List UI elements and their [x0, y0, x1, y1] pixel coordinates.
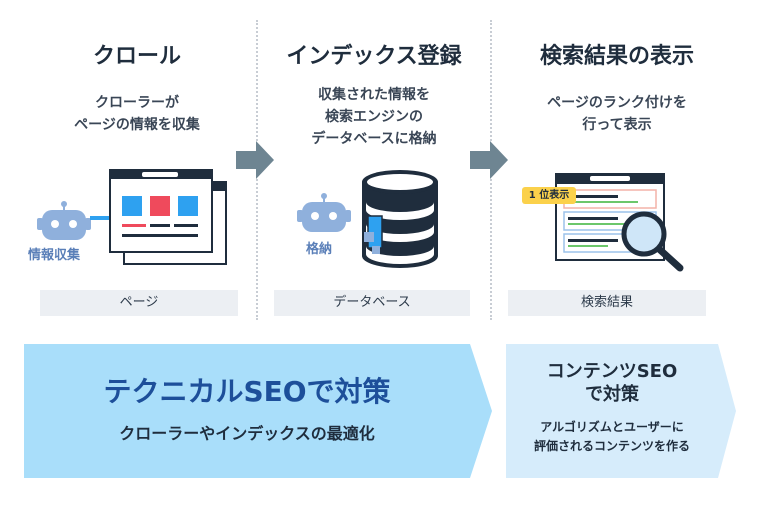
step-crawl-title: クロール: [92, 44, 181, 69]
content-seo-subtitle-line: 評価されるコンテンツを作る: [533, 439, 690, 453]
step-results-desc-line: ページのランク付けを: [547, 95, 687, 111]
rank-badge: 1 位表示: [522, 187, 576, 204]
step-crawl-desc: クローラーが ページの情報を収集: [18, 92, 256, 136]
magnifier-icon: [621, 211, 684, 272]
robot-icon: [37, 201, 91, 240]
step-index-tag: 格納: [306, 242, 333, 257]
content-seo-banner: [506, 344, 736, 478]
step-crawl-tag: 情報収集: [28, 248, 81, 263]
step-index-desc: 収集された情報を 検索エンジンの データベースに格納: [258, 84, 490, 150]
flow-arrow-icon: [470, 141, 508, 179]
step-index-desc-line: 収集された情報を: [318, 87, 430, 103]
step-crawl-desc-line: クローラーが: [95, 95, 179, 111]
content-seo-subtitle-line: アルゴリズムとユーザーに: [540, 420, 684, 434]
content-seo-title-line: コンテンツSEO: [546, 361, 678, 382]
content-seo-title: コンテンツSEO で対策: [506, 360, 718, 406]
technical-seo-title: テクニカルSEOで対策: [103, 375, 391, 408]
step-index-desc-line: 検索エンジンの: [325, 109, 423, 125]
step-crawl-label: ページ: [40, 290, 238, 316]
step-results-desc: ページのランク付けを 行って表示: [492, 92, 742, 136]
step-results-desc-line: 行って表示: [582, 117, 652, 133]
step-index-title: インデックス登録: [286, 44, 462, 69]
step-index-label: データベース: [274, 290, 470, 316]
index-illustration: [297, 170, 438, 268]
crawl-illustration: [37, 169, 227, 265]
step-results-label: 検索結果: [508, 290, 706, 316]
technical-seo-subtitle: クローラーやインデックスの最適化: [119, 424, 375, 443]
database-icon: [362, 170, 438, 268]
results-illustration: [555, 173, 684, 272]
step-index-desc-line: データベースに格納: [311, 131, 437, 147]
flow-arrow-icon: [236, 141, 274, 179]
page-front-icon: [109, 169, 213, 253]
content-seo-subtitle: アルゴリズムとユーザーに 評価されるコンテンツを作る: [506, 418, 718, 456]
robot-icon: [297, 193, 351, 232]
content-seo-title-line: で対策: [585, 384, 639, 405]
rank-badge-text: 1 位表示: [528, 190, 570, 201]
step-crawl-desc-line: ページの情報を収集: [74, 117, 200, 133]
step-results-title: 検索結果の表示: [539, 44, 694, 69]
technical-seo-banner: [24, 344, 492, 478]
